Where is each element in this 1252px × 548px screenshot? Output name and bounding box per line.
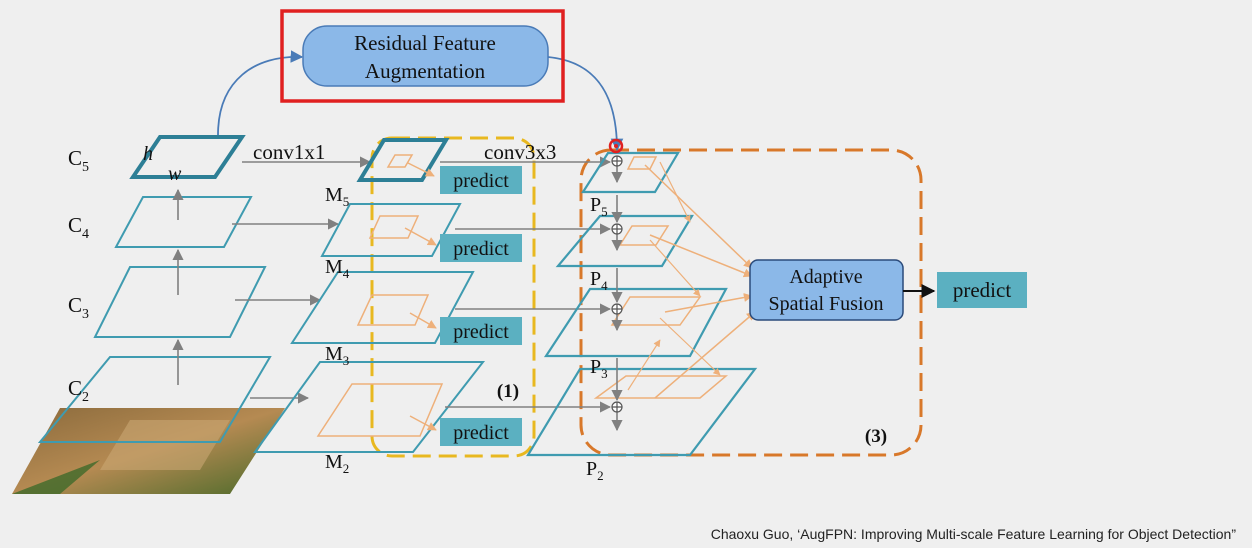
m4-inner-region bbox=[368, 215, 420, 239]
backbone-plane-c5 bbox=[129, 135, 246, 179]
p4-inner-region bbox=[618, 225, 670, 246]
asf-label-line1: Adaptive bbox=[789, 266, 862, 288]
c2-label: C2 bbox=[68, 376, 89, 405]
p2-up-arrow bbox=[627, 339, 661, 391]
m3-inner-region bbox=[356, 294, 430, 326]
asf-label-line2: Spatial Fusion bbox=[768, 293, 883, 315]
p5-inner-region bbox=[626, 156, 658, 170]
predict-box-m4: predict bbox=[440, 234, 522, 262]
predict-box-final: predict bbox=[937, 272, 1027, 308]
input-image bbox=[12, 408, 285, 494]
p3-inner-region bbox=[610, 296, 702, 326]
sum-node-p2 bbox=[611, 401, 623, 413]
rfa-module bbox=[302, 25, 549, 87]
p5-label: P5 bbox=[590, 194, 608, 219]
predict-box-m2: predict bbox=[440, 418, 522, 446]
predict-label: predict bbox=[453, 321, 509, 343]
m5-label: M5 bbox=[325, 184, 349, 209]
m4-label: M4 bbox=[325, 256, 350, 281]
m5-predict-arrow bbox=[407, 162, 435, 177]
p4-label: P4 bbox=[590, 268, 608, 293]
m2-predict-arrow bbox=[409, 415, 437, 431]
rfa-highlight-box bbox=[280, 9, 565, 103]
c5-label: C5 bbox=[68, 146, 89, 175]
predict-label: predict bbox=[453, 238, 509, 260]
p4-cross-arrow bbox=[649, 239, 701, 297]
region-3-label: (3) bbox=[865, 426, 887, 447]
region-1-box bbox=[370, 136, 536, 458]
p2-inner-region bbox=[593, 375, 729, 399]
p3-label: P3 bbox=[590, 356, 608, 381]
rfa-label-line1: Residual Feature bbox=[354, 31, 496, 55]
p2-label: P2 bbox=[586, 458, 604, 483]
citation-caption: Chaoxu Guo, ‘AugFPN: Improving Multi-sca… bbox=[710, 526, 1236, 542]
m2-inner-region bbox=[316, 383, 444, 437]
rfa-output-curve bbox=[547, 56, 624, 152]
p5-cross-arrow bbox=[659, 161, 691, 223]
predict-label: predict bbox=[453, 170, 509, 192]
p-plane-p4 bbox=[555, 214, 694, 268]
height-label: h bbox=[143, 143, 153, 165]
p3-to-asf-arrow bbox=[664, 293, 753, 313]
m-plane-m2 bbox=[253, 361, 486, 453]
sum-node-p5 bbox=[611, 155, 623, 167]
backbone-plane-c4 bbox=[114, 196, 253, 248]
conv3x3-label: conv3x3 bbox=[484, 140, 556, 164]
m3-label: M3 bbox=[325, 343, 349, 368]
c3-label: C3 bbox=[68, 293, 89, 322]
m4-predict-arrow bbox=[404, 227, 437, 246]
p-plane-p3 bbox=[543, 287, 728, 358]
sum-node-p4 bbox=[611, 223, 623, 235]
m3-predict-arrow bbox=[409, 312, 437, 329]
pointer-marker bbox=[608, 138, 624, 154]
p-plane-p5 bbox=[580, 151, 680, 194]
backbone-plane-c3 bbox=[93, 266, 267, 338]
p3-cross-arrow bbox=[659, 317, 721, 376]
predict-label: predict bbox=[953, 278, 1011, 302]
conv1x1-label: conv1x1 bbox=[253, 140, 325, 164]
rfa-label-line2: Augmentation bbox=[365, 59, 486, 83]
p5-to-asf-arrow bbox=[644, 164, 753, 269]
m-plane-m3 bbox=[290, 271, 475, 344]
m-plane-m5 bbox=[356, 138, 450, 182]
width-label: w bbox=[168, 163, 182, 185]
predict-box-m5: predict bbox=[440, 166, 522, 194]
rfa-input-curve bbox=[217, 50, 304, 136]
m5-inner-region bbox=[386, 154, 414, 168]
region-1-label: (1) bbox=[497, 381, 519, 402]
predict-box-m3: predict bbox=[440, 317, 522, 345]
p-plane-p2 bbox=[526, 367, 758, 457]
m2-label: M2 bbox=[325, 451, 349, 476]
c4-label: C4 bbox=[68, 213, 89, 242]
p4-to-asf-arrow bbox=[649, 234, 753, 278]
p2-to-asf-arrow bbox=[654, 311, 756, 399]
predict-label: predict bbox=[453, 422, 509, 444]
backbone-plane-c2 bbox=[37, 356, 272, 443]
sum-node-p3 bbox=[611, 303, 623, 315]
m-plane-m4 bbox=[320, 203, 462, 257]
